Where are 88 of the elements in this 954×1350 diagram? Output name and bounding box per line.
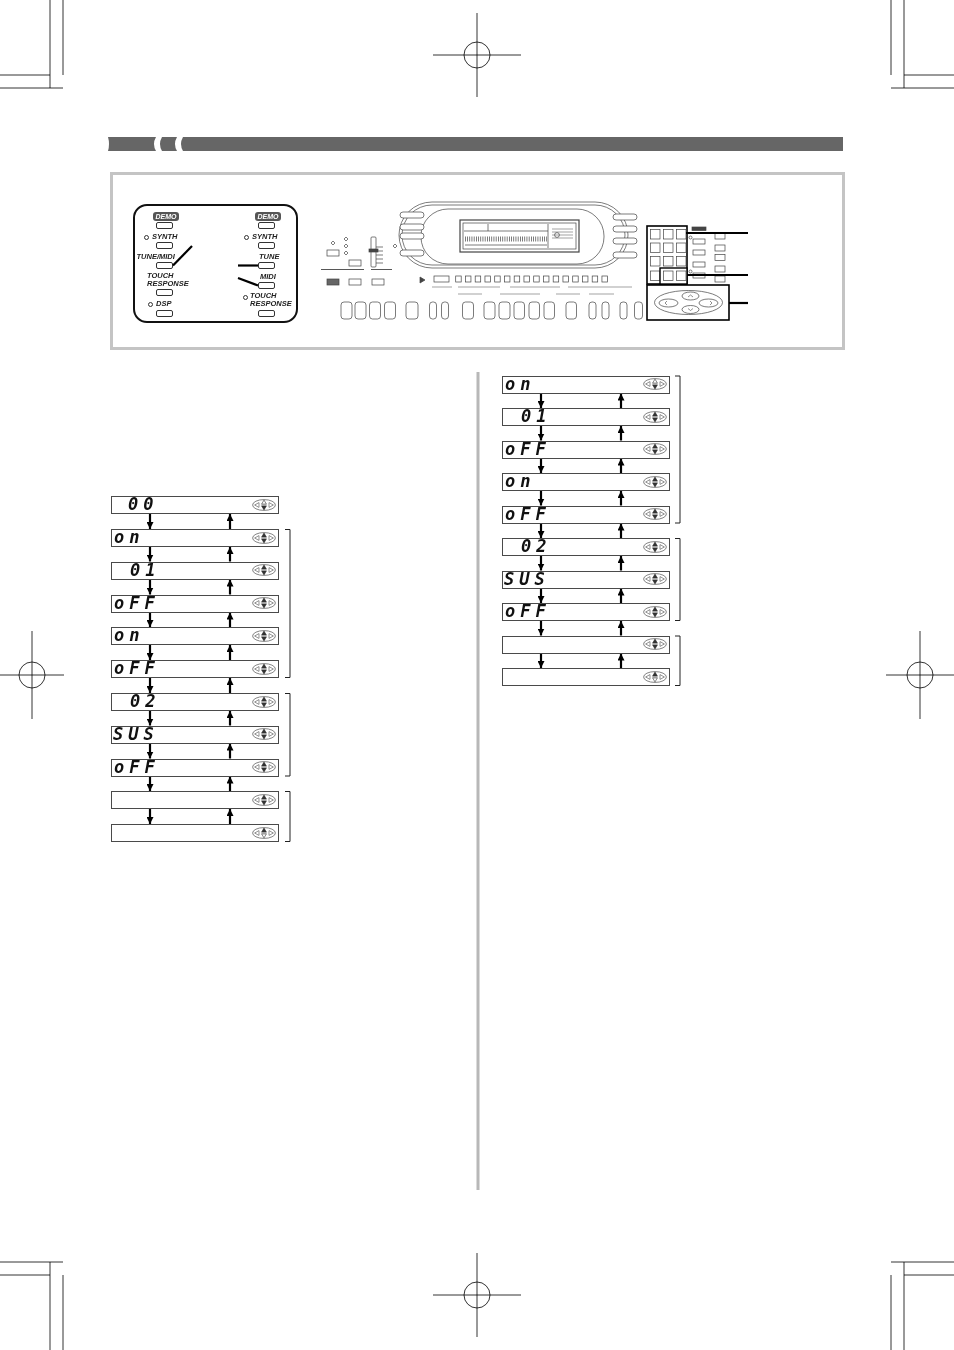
arrow: [226, 776, 234, 791]
leader-line: [687, 273, 748, 277]
panel-button: [258, 282, 275, 289]
lcd-display: [111, 693, 279, 711]
arrow: [226, 612, 234, 627]
leader-line: [237, 276, 259, 287]
display-readout: 00: [128, 497, 159, 512]
arrow: [146, 645, 154, 660]
arrow: [226, 711, 234, 726]
lcd-display: [502, 635, 670, 654]
leader-line: [686, 231, 748, 235]
arrow: [146, 711, 154, 726]
arrow: [537, 393, 545, 408]
arrow: [146, 678, 154, 693]
display-readout: oFF: [114, 759, 160, 775]
display-readout: oFF: [114, 661, 160, 676]
arrow: [617, 588, 625, 603]
arrow: [617, 621, 625, 636]
lcd-display: [111, 824, 279, 842]
display-readout: oFF: [505, 506, 551, 522]
keypad-key: [676, 229, 687, 240]
lcd-display: [111, 791, 279, 809]
leader-line: [238, 264, 258, 267]
lcd-display: [502, 505, 670, 524]
arrow: [617, 393, 625, 408]
arrow: [537, 621, 545, 636]
panel-button: [258, 262, 275, 269]
display-readout: 02: [130, 694, 161, 709]
cursor-pad: [646, 284, 730, 321]
display-readout: oFF: [505, 604, 551, 619]
lcd-display: [111, 529, 279, 547]
lcd-display: [111, 496, 279, 514]
panel-button: [156, 262, 173, 269]
arrow: [226, 678, 234, 693]
arrow: [537, 653, 545, 668]
display-readout: oFF: [114, 595, 160, 611]
arrow: [537, 426, 545, 441]
arrow: [146, 809, 154, 824]
display-readout: 01: [130, 562, 161, 578]
display-readout: 02: [521, 539, 552, 554]
display-readout: on: [114, 530, 145, 545]
lcd-display: [111, 725, 279, 744]
arrow: [617, 491, 625, 506]
lcd-display: [111, 627, 279, 645]
arrow: [146, 776, 154, 791]
display-readout: SUS: [504, 571, 550, 587]
key-pair: [659, 267, 688, 285]
arrow: [537, 458, 545, 473]
lcd-display: [111, 561, 279, 580]
lcd-display: [502, 473, 670, 491]
lcd-display: [111, 660, 279, 678]
lcd-display: [502, 570, 670, 589]
lcd-display: [502, 668, 670, 686]
arrow: [146, 612, 154, 627]
arrow: [617, 523, 625, 538]
display-readout: on: [505, 376, 536, 392]
arrow: [617, 653, 625, 668]
arrow: [146, 547, 154, 562]
lcd-display: [502, 603, 670, 621]
lcd-display: [502, 408, 670, 426]
lcd-display: [111, 594, 279, 613]
lcd-display: [111, 758, 279, 777]
arrow: [226, 645, 234, 660]
arrow: [146, 514, 154, 529]
arrow: [617, 426, 625, 441]
arrow: [537, 523, 545, 538]
display-readout: on: [114, 628, 145, 643]
display-readout: oFF: [505, 441, 551, 457]
display-readout: 01: [521, 409, 552, 424]
leader-line: [172, 245, 193, 267]
arrow: [146, 579, 154, 595]
arrow: [617, 556, 625, 571]
arrow: [226, 579, 234, 595]
arrow: [226, 743, 234, 759]
display-readout: SUS: [113, 726, 159, 742]
leader-line: [729, 301, 748, 305]
arrow: [226, 809, 234, 824]
arrow: [617, 458, 625, 473]
lcd-display: [502, 375, 670, 394]
arrow: [226, 514, 234, 529]
arrow: [537, 556, 545, 571]
arrow: [537, 588, 545, 603]
lcd-display: [502, 538, 670, 556]
lcd-display: [502, 440, 670, 459]
arrow: [537, 491, 545, 506]
arrow: [146, 743, 154, 759]
arrow: [226, 547, 234, 562]
display-readout: on: [505, 474, 536, 489]
